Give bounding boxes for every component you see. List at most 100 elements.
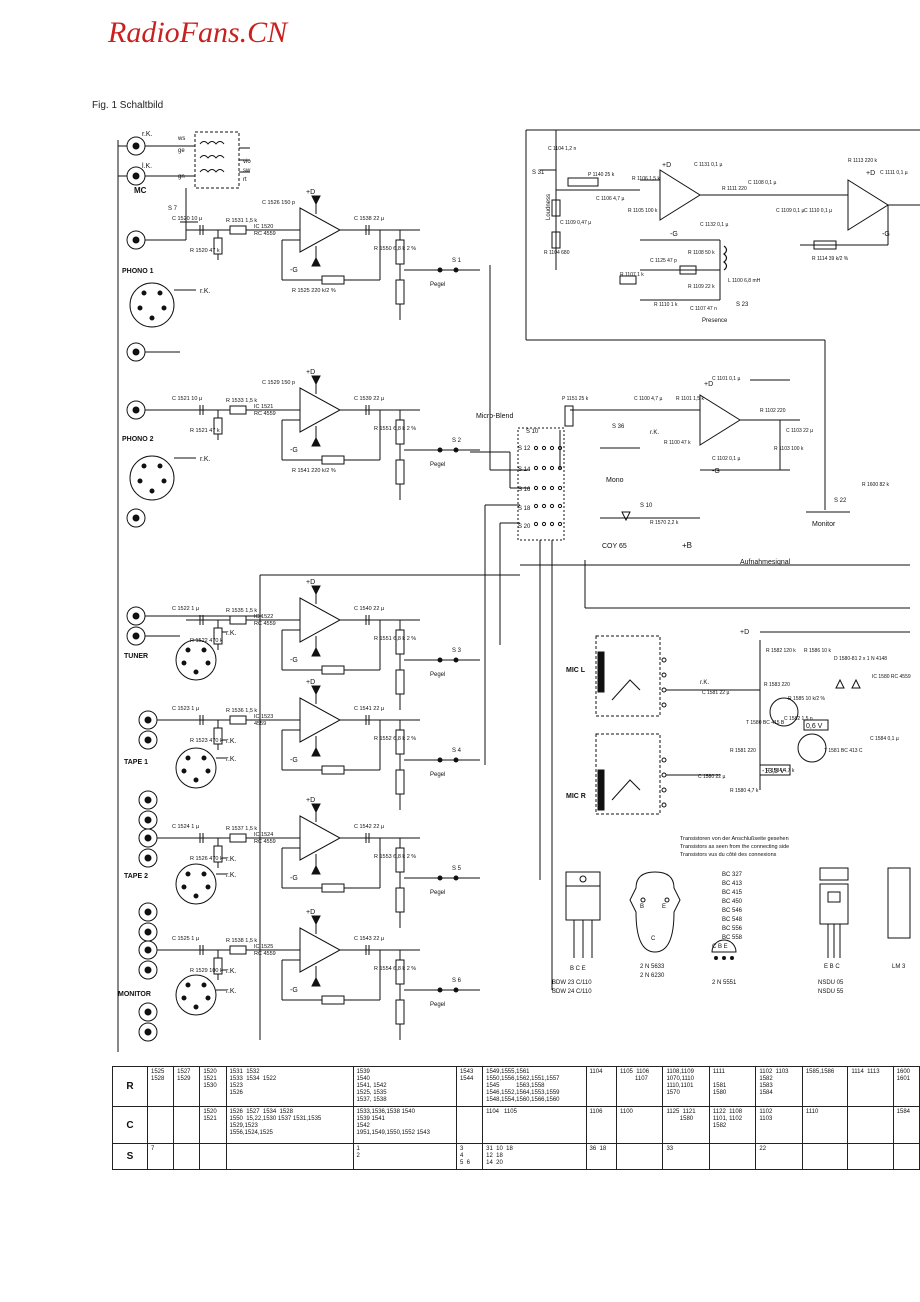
transistor-type: BC 546 (722, 908, 743, 914)
supply-minus-arrow (311, 256, 321, 267)
mc-term-rt: rt (243, 177, 247, 183)
input-capacitor-label: C 1522 1 µ (172, 606, 200, 612)
selector-contact (533, 485, 539, 491)
plus-d-label: +D (306, 579, 315, 586)
selector-contact (557, 485, 563, 491)
loudness-label: Loudness (546, 194, 552, 220)
plus-d-tone2: +D (866, 170, 875, 177)
feedback-resistor-label: R 1525 220 k/2 % (292, 288, 336, 294)
selector-contact (541, 465, 547, 471)
parts-cell (615, 1143, 664, 1170)
input-resistor-label: R 1538 1,5 k (226, 938, 257, 944)
minus-g-label: -G (290, 447, 298, 454)
tone-part-label: C 1106 4,7 µ (596, 196, 624, 202)
to92-type: 2 N 5551 (712, 980, 737, 986)
bias-resistor (213, 627, 223, 645)
tape1-rk-b: r.K. (226, 756, 237, 763)
level-pot-lower (395, 769, 405, 795)
s14-label: S 14 (518, 467, 531, 473)
input-resistor (229, 945, 247, 955)
tone-part-label: C 1109 0,1 µ (776, 208, 804, 214)
switch-contact (437, 657, 443, 663)
level-pot (395, 847, 405, 873)
phono2-label: PHONO 2 (122, 436, 154, 443)
tone-part-label: R 1104 680 (544, 250, 570, 256)
pot-resistor-label: R 1552 6,8 k 2 % (374, 736, 416, 742)
transistor-type: BC 327 (722, 872, 743, 878)
parts-cell: 1122 1108 1101, 1102 1582 (708, 1106, 757, 1144)
tape2-label: TAPE 2 (124, 873, 148, 880)
feedback-resistor (321, 883, 345, 893)
level-pot (395, 629, 405, 655)
tone-part-label: C 1111 0,1 µ (880, 170, 908, 176)
parts-cell (173, 1106, 201, 1144)
supply-plus-arrow (311, 195, 321, 206)
tone-part-labels: C 1104 1,2 nP 1140 25 kC 1106 4,7 µR 110… (544, 146, 908, 312)
transistor-type: BC 558 (722, 935, 743, 941)
parts-cell: 1585,1586 (801, 1066, 849, 1107)
plus-d-label: +D (306, 797, 315, 804)
to220-type: BDW 23 C/110 (552, 980, 592, 986)
nsdu-type: NSDU 05 (818, 980, 844, 986)
output-capacitor-label: C 1542 22 µ (354, 824, 385, 830)
mic-part-label: C 1582 1,5 n (784, 716, 813, 722)
bias-resistor (213, 845, 223, 863)
tone-part-label: C 1132 0,1 µ (700, 222, 728, 228)
selector-contact (549, 445, 555, 451)
output-capacitor-label: C 1543 22 µ (354, 936, 385, 942)
parts-cell: 1102 1103 1582 1583 1584 (755, 1066, 803, 1107)
t1581-transistor (797, 733, 827, 763)
parts-cell: 1600 1601 (892, 1066, 920, 1107)
schematic-diagram: r.K. l.K. MC ws ge gn vio sw rt S 7 PHON… (117, 129, 920, 1052)
parts-cell (847, 1106, 894, 1144)
pegel-label: Pegel (430, 462, 445, 468)
mid-part-label: C 1101 0,1 µ (712, 376, 740, 382)
parts-cell: 1539 1540 1541, 1542 1525, 1535 1537, 15… (352, 1066, 457, 1107)
selector-contact (533, 445, 539, 451)
mic-rk: r.K. (700, 680, 709, 686)
selector-contact (541, 503, 547, 509)
mid-part-label: C 1100 4,7 µ (634, 396, 662, 402)
feedback-resistor (321, 665, 345, 675)
parts-cell: 1100 (615, 1106, 664, 1144)
ic1101-opamp (659, 169, 701, 221)
bias-resistor (213, 727, 223, 745)
transistor-type: BC 548 (722, 917, 743, 923)
level-pot-lower (395, 999, 405, 1025)
monitor-rk-b: r.K. (226, 988, 237, 995)
pot-resistor-label: R 1550 6,8 k 2 % (374, 246, 416, 252)
output-capacitor-label: C 1541 22 µ (354, 706, 385, 712)
voltage-13-5v: -13,5 V (762, 768, 785, 775)
tone-part-label: P 1140 25 k (588, 172, 615, 178)
parts-cell: 1114 1113 (847, 1066, 894, 1107)
selector-contacts (533, 445, 563, 527)
input-resistor-label: R 1533 1,5 k (226, 398, 257, 404)
input-resistor (229, 405, 247, 415)
pegel-label: Pegel (430, 282, 445, 288)
pegel-label: Pegel (430, 772, 445, 778)
mic-part-label: D 1580-81 2 x 1 N 4148 (834, 656, 887, 662)
s31-label: S 31 (532, 170, 545, 176)
bias-resistor-label: R 1526 470 k (190, 856, 223, 862)
level-pot-lower (395, 459, 405, 485)
mid-part-label: R 1102 220 (760, 408, 786, 414)
mc-term-ws: ws (177, 136, 185, 142)
pot-resistor-label: R 1551 6,8 k 2 % (374, 426, 416, 432)
transistor-type: BC 413 (722, 881, 743, 887)
to3-pin: C (651, 936, 656, 942)
level-switch-label: S 5 (452, 866, 462, 872)
ic-type-label: RC 4559 (254, 839, 276, 845)
ic-type-label: RC 4559 (254, 411, 276, 417)
tone-part-label: C 1131 0,1 µ (694, 162, 722, 168)
ic-name-label: IC 1522 (254, 614, 273, 620)
tone-part-label: R 1109 22 k (688, 284, 715, 290)
parts-cell (173, 1143, 201, 1170)
bias-resistor-label: R 1523 470 k (190, 738, 223, 744)
bias-resistor-label: R 1522 470 k (190, 638, 223, 644)
opamp-symbol (299, 597, 342, 643)
mid-part-label: R 1600 82 k (862, 482, 889, 488)
